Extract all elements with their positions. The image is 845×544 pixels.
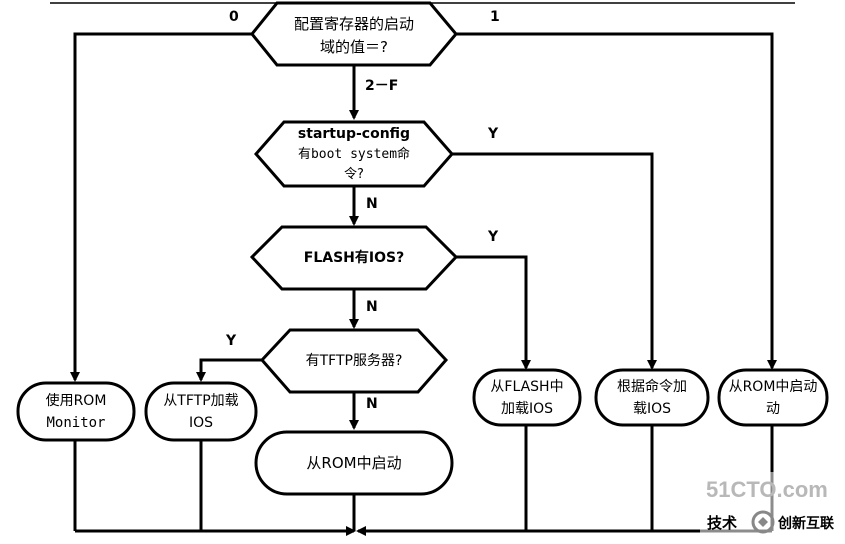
terminal-rom-boot-right: 从ROM中启动 动 xyxy=(717,368,829,427)
terminal-rom-boot-right-line1: 从ROM中启动 xyxy=(729,379,818,395)
edge-labels: 0 1 2－F Y N Y N Y N xyxy=(225,9,500,412)
edge-tftp-yes xyxy=(196,358,262,382)
terminal-rom-monitor-line1: 使用ROM xyxy=(46,392,107,409)
edge-label-flash-yes: Y xyxy=(487,229,499,245)
watermark: 51CTO.com 技术 创新互联 xyxy=(700,472,845,544)
edge-label-flash-no: N xyxy=(366,299,378,315)
terminal-rom-boot-center: 从ROM中启动 xyxy=(254,430,454,496)
edge-label-tftp-yes: Y xyxy=(225,333,237,349)
decision-flash-line1: FLASH有IOS? xyxy=(304,249,404,266)
decision-tftp-line1: 有TFTP服务器? xyxy=(306,353,403,369)
edge-zero xyxy=(70,32,252,382)
terminal-rom-boot-center-line1: 从ROM中启动 xyxy=(306,454,401,472)
edge-flash-yes xyxy=(456,255,531,370)
decision-startup-config-line2: 有boot system命 xyxy=(298,146,410,162)
terminal-rom-monitor-line2: Monitor xyxy=(46,415,105,431)
decision-startup-config: startup-config 有boot system命 令? xyxy=(254,120,454,188)
watermark-site: 51CTO.com xyxy=(706,477,828,502)
edge-label-startup-yes: Y xyxy=(487,126,499,142)
terminal-flash-load-line2: 加载IOS xyxy=(501,401,553,417)
terminal-tftp-load-line1: 从TFTP加载 xyxy=(163,393,238,409)
watermark-tech: 技术 xyxy=(707,514,737,532)
decision-config-register-line1: 配置寄存器的启动 xyxy=(294,15,414,33)
terminal-cmd-load-line1: 根据命令加 xyxy=(617,378,687,395)
decision-tftp: 有TFTP服务器? xyxy=(259,328,449,394)
terminal-cmd-load: 根据命令加 载IOS xyxy=(594,368,710,427)
edge-label-two-f: 2－F xyxy=(365,78,398,94)
decision-config-register-line2: 域的值＝? xyxy=(320,38,388,56)
edge-one xyxy=(456,32,777,370)
terminal-flash-load: 从FLASH中 加载IOS xyxy=(472,368,582,427)
edge-label-startup-no: N xyxy=(366,196,378,212)
edge-label-one: 1 xyxy=(490,9,500,25)
edge-label-zero: 0 xyxy=(229,9,239,25)
terminal-cmd-load-line2: 载IOS xyxy=(633,401,671,417)
decision-flash: FLASH有IOS? xyxy=(249,225,459,291)
terminal-tftp-load: 从TFTP加载 IOS xyxy=(144,381,258,442)
decision-startup-config-line1: startup-config xyxy=(298,126,410,142)
terminal-flash-load-line1: 从FLASH中 xyxy=(490,379,563,395)
terminal-tftp-load-line2: IOS xyxy=(189,415,213,431)
watermark-logo-icon xyxy=(751,510,775,534)
terminal-rom-boot-right-line2: 动 xyxy=(766,401,780,417)
watermark-brand: 创新互联 xyxy=(777,515,835,532)
edge-startup-yes xyxy=(452,152,657,370)
decision-startup-config-line3: 令? xyxy=(344,167,364,182)
decision-config-register: 配置寄存器的启动 域的值＝? xyxy=(250,1,458,67)
edge-label-tftp-no: N xyxy=(366,396,378,412)
terminal-rom-monitor: 使用ROM Monitor xyxy=(16,381,136,442)
